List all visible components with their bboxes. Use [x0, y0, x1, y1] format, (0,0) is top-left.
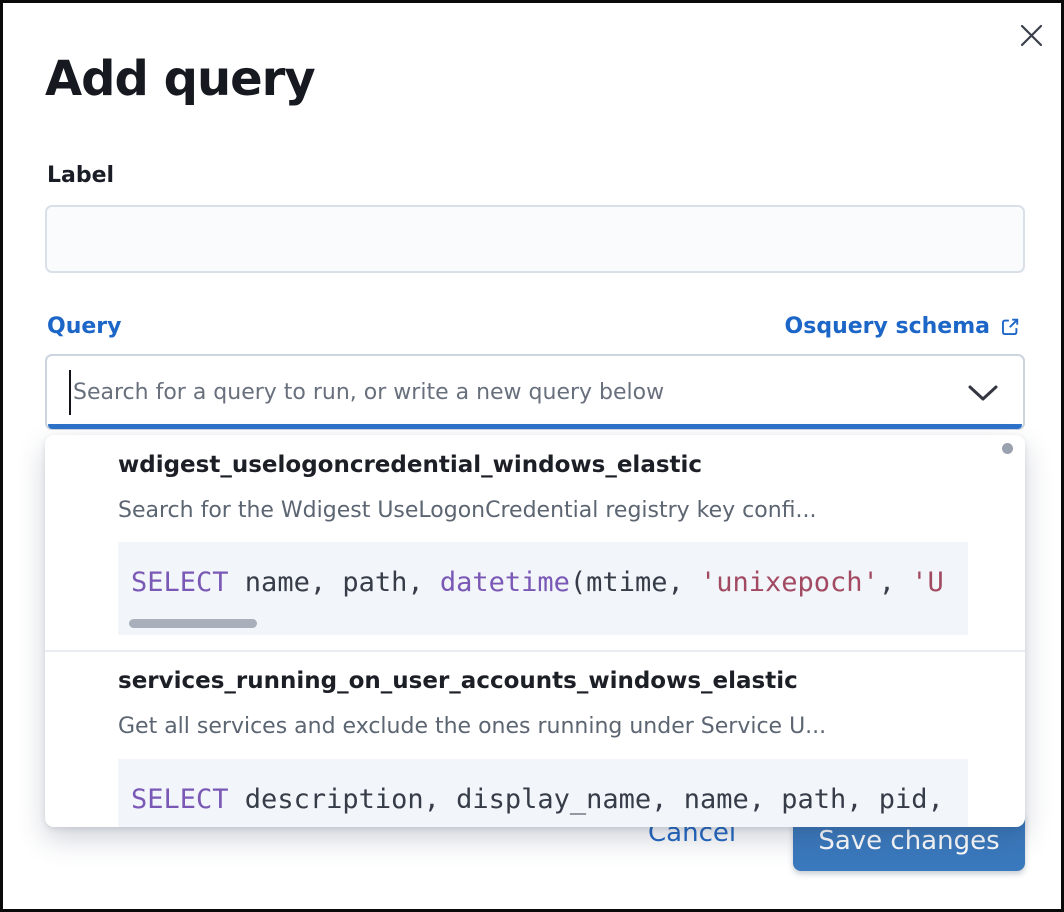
label-input[interactable]: [45, 205, 1025, 273]
external-link-icon: [1002, 318, 1019, 335]
code-token: SELECT: [131, 567, 229, 598]
vertical-scrollbar-thumb[interactable]: [1002, 443, 1013, 454]
code-token: ,: [878, 567, 912, 598]
query-option-title: wdigest_uselogoncredential_windows_elast…: [118, 452, 703, 478]
query-combobox[interactable]: [45, 354, 1025, 430]
option-divider: [45, 650, 1025, 652]
query-field-label: Query: [47, 314, 122, 339]
query-option-sql-snippet: SELECT name, path, datetime(mtime, 'unix…: [118, 542, 968, 635]
query-option-wdigest[interactable]: wdigest_uselogoncredential_windows_elast…: [45, 435, 1025, 635]
query-option-description: Search for the Wdigest UseLogonCredentia…: [118, 498, 817, 523]
close-button[interactable]: [1011, 15, 1051, 55]
code-token: name, path,: [228, 567, 440, 598]
code-token: SELECT: [131, 784, 229, 815]
code-token: description, display_name, name, path, p…: [228, 784, 944, 815]
horizontal-scrollbar-thumb[interactable]: [129, 619, 257, 628]
query-option-description: Get all services and exclude the ones ru…: [118, 714, 827, 739]
label-field-label: Label: [47, 163, 115, 188]
query-option-sql-snippet: SELECT description, display_name, name, …: [118, 759, 968, 827]
text-caret: [69, 370, 71, 415]
chevron-down-icon[interactable]: [967, 384, 999, 403]
modal-title: Add query: [45, 51, 316, 107]
code-token: datetime: [439, 567, 570, 598]
query-option-title: services_running_on_user_accounts_window…: [118, 668, 798, 694]
query-search-input[interactable]: [73, 356, 953, 428]
code-token: 'unixepoch': [699, 567, 879, 598]
query-row: Query Osquery schema: [47, 314, 1021, 339]
query-option-services[interactable]: services_running_on_user_accounts_window…: [45, 652, 1025, 827]
code-token: 'U: [911, 567, 944, 598]
close-icon: [1020, 24, 1042, 46]
query-suggestions-dropdown: wdigest_uselogoncredential_windows_elast…: [45, 435, 1025, 827]
code-token: (mtime,: [569, 567, 700, 598]
osquery-schema-link-label: Osquery schema: [784, 314, 990, 339]
osquery-schema-link[interactable]: Osquery schema: [785, 314, 1021, 339]
